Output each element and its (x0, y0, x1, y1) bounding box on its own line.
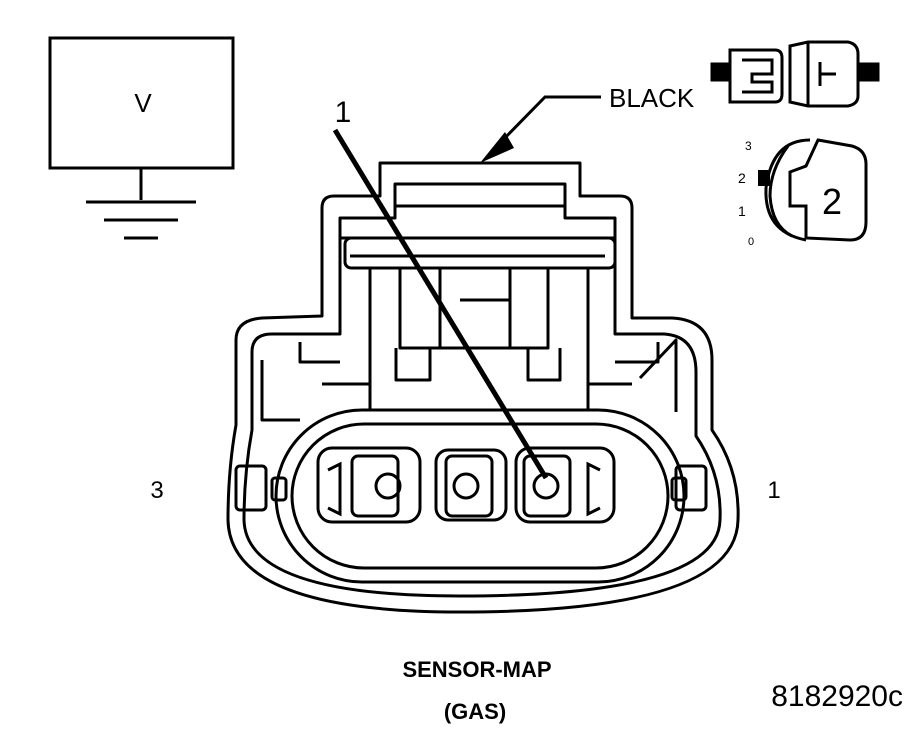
voltmeter-label: V (134, 88, 152, 118)
black-leader-arrow (480, 95, 601, 163)
diagram-subtitle: (GAS) (444, 699, 506, 724)
connector-body (226, 161, 740, 614)
cavity-2 (434, 448, 508, 522)
voltmeter-symbol (48, 36, 235, 240)
diagram-title: SENSOR-MAP (402, 657, 551, 682)
figure-id: 8182920c (771, 680, 903, 713)
cavity-1 (514, 446, 616, 524)
pin-callout-number: 1 (335, 96, 352, 129)
gauge-scale-0: 0 (748, 236, 754, 248)
cavity-3 (316, 446, 422, 524)
cavity-label-right: 1 (767, 477, 780, 504)
gauge-scale-2: 2 (738, 170, 746, 186)
connector-outer-shell (226, 161, 740, 614)
gauge-scale-1: 1 (738, 203, 746, 219)
ground-icon (86, 200, 196, 240)
probe-size-value: 2 (822, 181, 842, 222)
gauge-scale-3: 3 (745, 139, 752, 153)
probe-terminal-icon (710, 40, 880, 108)
connector-inner-shell (242, 182, 722, 598)
connector-color-label: BLACK (609, 83, 695, 113)
terminal-window (274, 408, 686, 584)
probe-size-gauge-icon (758, 138, 868, 242)
cavity-label-left: 3 (150, 477, 163, 504)
